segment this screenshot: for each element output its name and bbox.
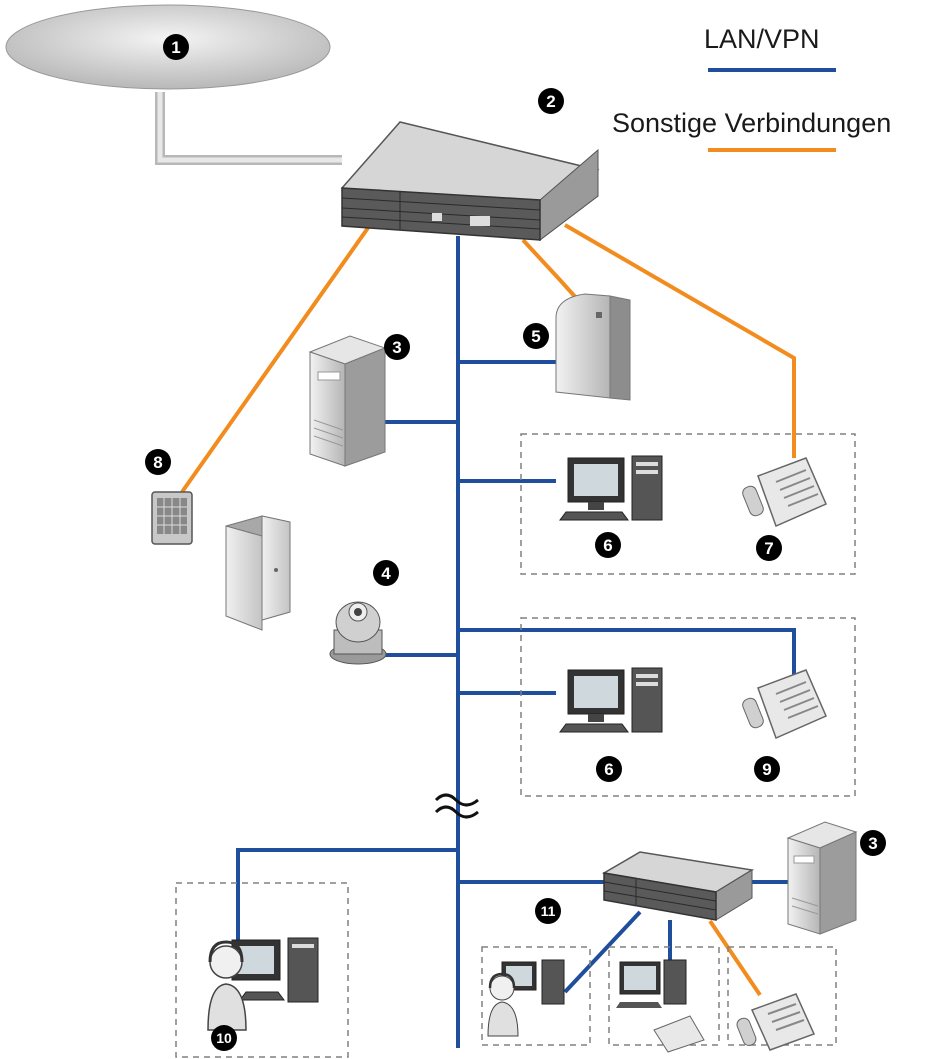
lan-link-ipphone-9 bbox=[458, 628, 796, 688]
svg-text:5: 5 bbox=[531, 327, 540, 346]
sub-operator bbox=[487, 959, 565, 1037]
badge-7: 7 bbox=[756, 535, 782, 561]
sub-pbx bbox=[601, 851, 755, 921]
ip-phone-9 bbox=[742, 669, 827, 740]
legend-lan-label: LAN/VPN bbox=[704, 24, 820, 54]
group-sub-phone bbox=[727, 946, 837, 1046]
svg-text:3: 3 bbox=[392, 338, 401, 357]
break-symbol bbox=[434, 793, 479, 819]
orange-link-sub-phone bbox=[708, 919, 762, 997]
pc-top bbox=[559, 455, 663, 521]
sub-pc-phone bbox=[616, 959, 705, 1053]
network-cloud bbox=[5, 4, 342, 165]
group-pc-phone-top bbox=[520, 433, 856, 575]
orange-link-doorphone bbox=[180, 223, 372, 494]
lan-link-remote-operator bbox=[236, 848, 458, 945]
other-connections bbox=[180, 223, 796, 997]
badge-9: 9 bbox=[754, 756, 780, 782]
svg-text:4: 4 bbox=[381, 564, 391, 583]
group-sub-pc-phone bbox=[608, 946, 720, 1046]
svg-text:2: 2 bbox=[546, 92, 555, 111]
badge-4: 4 bbox=[373, 560, 399, 586]
badge-6-top: 6 bbox=[595, 532, 621, 558]
server-top bbox=[308, 335, 387, 467]
svg-text:1: 1 bbox=[171, 38, 180, 57]
svg-text:9: 9 bbox=[762, 760, 771, 779]
pc-middle bbox=[559, 667, 663, 733]
door-phone bbox=[151, 491, 193, 545]
lan-link-sub-operator bbox=[563, 910, 642, 994]
svg-text:6: 6 bbox=[603, 536, 612, 555]
badge-6-middle: 6 bbox=[596, 756, 622, 782]
main-pbx bbox=[340, 121, 600, 242]
door bbox=[225, 515, 291, 631]
svg-text:3: 3 bbox=[868, 834, 877, 853]
badge-1: 1 bbox=[163, 34, 189, 60]
group-sub-operator bbox=[481, 946, 591, 1046]
svg-text:7: 7 bbox=[764, 539, 773, 558]
sub-phone bbox=[736, 993, 816, 1051]
legend-other-label: Sonstige Verbindungen bbox=[612, 108, 891, 138]
lan-connections bbox=[236, 236, 796, 1048]
server-bottom bbox=[786, 821, 858, 935]
group-remote-operator bbox=[175, 882, 349, 1058]
badge-5: 5 bbox=[523, 323, 549, 349]
group-pc-phone-middle bbox=[520, 617, 856, 797]
svg-text:8: 8 bbox=[153, 453, 162, 472]
svg-text:11: 11 bbox=[541, 903, 556, 919]
badge-2: 2 bbox=[538, 88, 564, 114]
badge-3-top: 3 bbox=[384, 334, 410, 360]
phone-7 bbox=[742, 457, 827, 528]
badge-11: 11 bbox=[535, 898, 561, 924]
orange-link-phone-7 bbox=[563, 223, 796, 458]
legend: LAN/VPN Sonstige Verbindungen bbox=[612, 24, 891, 152]
voicemail-unit bbox=[555, 293, 631, 401]
badge-3-bottom: 3 bbox=[860, 830, 886, 856]
svg-text:6: 6 bbox=[604, 760, 613, 779]
badge-10: 10 bbox=[211, 1025, 237, 1051]
remote-operator bbox=[207, 937, 319, 1031]
network-camera bbox=[329, 601, 387, 665]
svg-text:10: 10 bbox=[216, 1030, 232, 1046]
dashed-groups bbox=[175, 433, 856, 1058]
badge-8: 8 bbox=[145, 449, 171, 475]
orange-link-voicemail bbox=[521, 238, 580, 302]
